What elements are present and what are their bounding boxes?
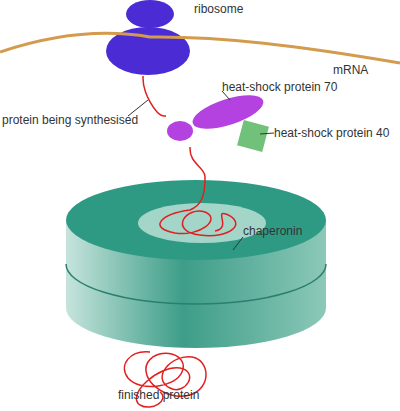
part-node: chaperonin xyxy=(65,178,327,350)
part-label: chaperonin xyxy=(243,224,302,238)
part-label: mRNA xyxy=(333,63,368,77)
part-outline xyxy=(126,0,174,28)
part-shape xyxy=(106,0,192,76)
connector-layer xyxy=(143,76,205,178)
protein-chain xyxy=(190,147,205,178)
part-label: protein being synthesised xyxy=(2,113,138,127)
part-outline xyxy=(66,264,326,304)
part-shape xyxy=(65,178,327,350)
part-outline xyxy=(106,27,190,75)
part-node: ribosome xyxy=(106,0,192,76)
part-shape xyxy=(234,117,272,155)
mrna-strand xyxy=(0,33,400,63)
part-outline xyxy=(66,180,326,260)
part-outline xyxy=(167,121,193,141)
part-outline xyxy=(237,120,269,152)
part-label: heat-shock protein 70 xyxy=(222,80,337,94)
protein-chain xyxy=(143,76,166,116)
part-label: ribosome xyxy=(194,2,243,16)
part-node: heat-shock protein 40 xyxy=(234,117,272,155)
part-label: heat-shock protein 40 xyxy=(274,126,389,140)
part-label: finished protein xyxy=(118,388,199,402)
